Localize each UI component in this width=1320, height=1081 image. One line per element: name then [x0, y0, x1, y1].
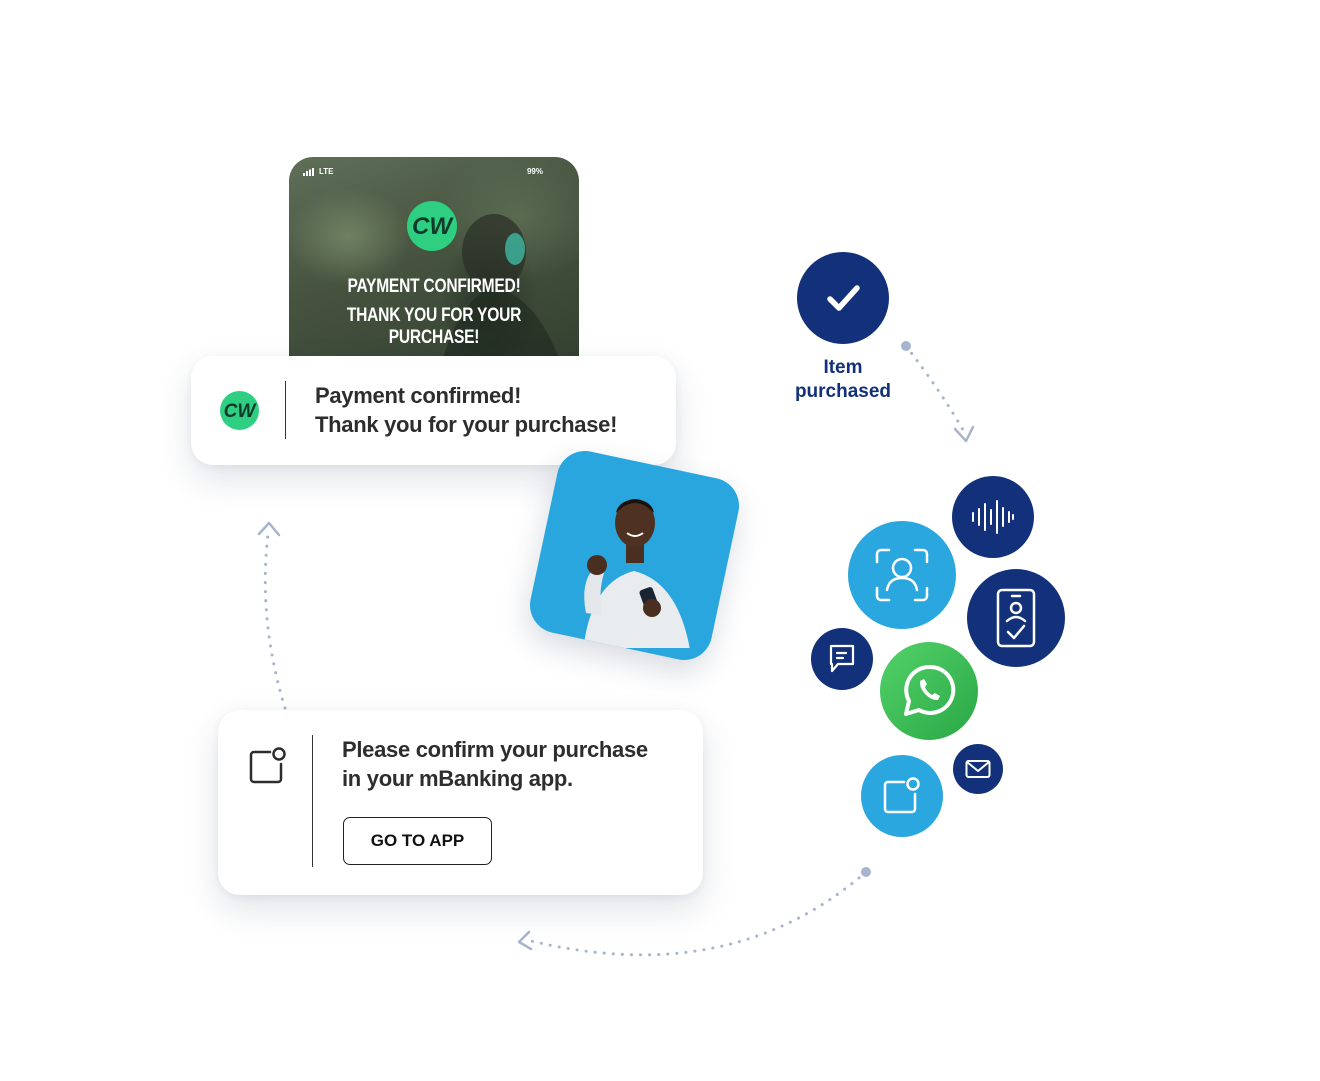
flow-path-to-channels [904, 344, 965, 432]
svg-text:CW: CW [224, 401, 258, 422]
network-label: LTE [319, 167, 334, 176]
go-to-app-button[interactable]: GO TO APP [343, 817, 492, 865]
flow-path-to-request [525, 870, 868, 957]
brand-logo: CW [220, 391, 259, 430]
divider [312, 735, 313, 867]
arrowhead-down [953, 425, 975, 443]
svg-text:CW: CW [412, 213, 454, 240]
phone-message-line1: PAYMENT CONFIRMED! [347, 276, 521, 297]
phone-message-line2: THANK YOU FOR YOUR PURCHASE! [346, 305, 522, 348]
email-icon [965, 760, 991, 778]
customer-photo [524, 445, 745, 666]
arrowhead-left [517, 930, 533, 951]
voice-channel-bubble [952, 476, 1034, 558]
biometric-channel-bubble [848, 521, 956, 629]
background-photo [439, 214, 564, 372]
divider [285, 381, 286, 439]
request-line2: in your mBanking app. [342, 766, 573, 791]
flow-start-dot [861, 867, 871, 877]
push-notification-icon [249, 747, 286, 784]
mobile-identity-icon [996, 588, 1036, 648]
face-id-icon [875, 548, 929, 602]
signal-icon [303, 168, 314, 176]
push-notification-icon [883, 777, 920, 814]
chat-message-icon [829, 644, 855, 673]
whatsapp-channel-bubble [880, 642, 978, 740]
payment-confirmed-notification: CW Payment confirmed! Thank you for your… [191, 356, 676, 465]
confirm-purchase-notification: Please confirm your purchase in your mBa… [218, 710, 703, 895]
brand-logo: CW [407, 201, 457, 251]
item-purchased-label: purchased [794, 381, 892, 402]
request-line1: Please confirm your purchase [342, 737, 648, 762]
item-purchased-label: Item [823, 357, 863, 378]
voice-waveform-icon [972, 500, 1014, 534]
mobile-identity-bubble [967, 569, 1065, 667]
whatsapp-icon [904, 664, 956, 716]
battery-label: 99% [526, 167, 543, 176]
flow-start-dot [901, 341, 911, 351]
email-channel-bubble [953, 744, 1003, 794]
item-purchased-badge [797, 252, 889, 344]
notification-line2: Thank you for your purchase! [315, 412, 618, 437]
flow-path-to-confirmation [263, 532, 287, 710]
checkmark-icon [827, 285, 860, 311]
phone-screen: LTE 99% CW PAYMENT CONFIRMED! THANK YOU … [289, 157, 579, 372]
push-channel-bubble [861, 755, 943, 837]
arrowhead-up [257, 521, 281, 537]
chat-channel-bubble [811, 628, 873, 690]
notification-line1: Payment confirmed! [315, 383, 522, 408]
